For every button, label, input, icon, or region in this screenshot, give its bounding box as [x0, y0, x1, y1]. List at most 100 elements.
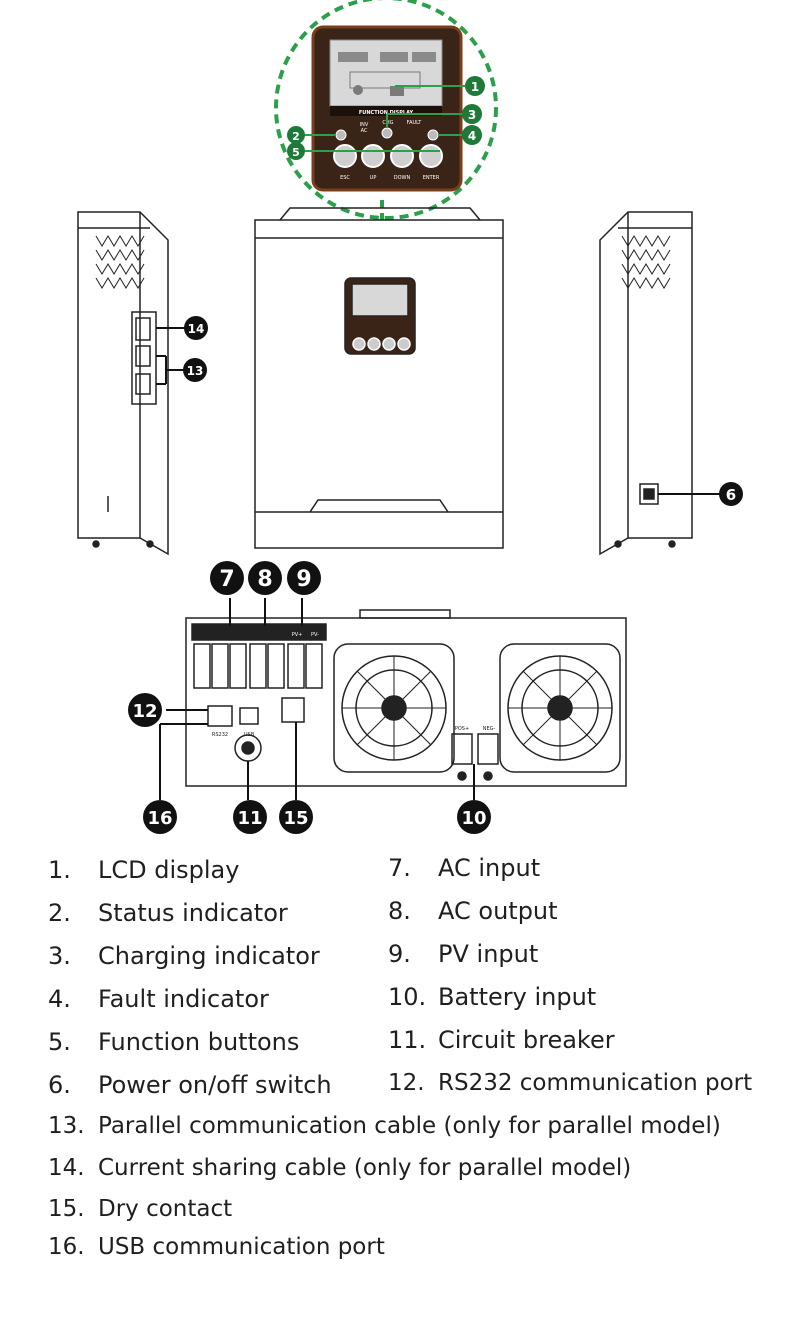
callout-11: 11 — [233, 800, 267, 834]
indicator-label-chg: CHG — [382, 120, 393, 126]
function-display-label: FUNCTION DISPLAY — [359, 110, 414, 116]
legend-num: 15. — [48, 1196, 85, 1222]
button-label-esc: ESC — [340, 175, 350, 181]
front-view — [254, 207, 504, 549]
parallel-port-2 — [135, 373, 151, 395]
legend-label: Dry contact — [98, 1196, 233, 1222]
legend-label: Parallel communication cable (only for p… — [98, 1113, 721, 1139]
front-panel-zoom: FUNCTION DISPLAY INV AC CHG FAULT ESC UP… — [274, 0, 498, 268]
svg-text:12: 12 — [132, 701, 157, 722]
fault-indicator-led — [427, 129, 439, 141]
svg-text:1: 1 — [471, 80, 479, 94]
zoom-circle — [274, 0, 498, 220]
callout-10: 10 — [457, 800, 491, 834]
legend-label: Fault indicator — [98, 985, 269, 1013]
svg-text:8: 8 — [257, 567, 272, 592]
callout-5: 5 — [287, 142, 305, 160]
function-display-strip — [330, 106, 442, 116]
callout-13: 13 — [183, 358, 207, 382]
lcd-screen — [329, 39, 443, 107]
battery-label-pos: POS+ — [455, 726, 469, 732]
legend-label: Status indicator — [98, 899, 288, 927]
indicator-label-inv: INV — [360, 122, 369, 128]
legend-label: Current sharing cable (only for parallel… — [98, 1155, 632, 1181]
legend-label: USB communication port — [98, 1234, 385, 1260]
fan-right — [499, 643, 621, 773]
indicator-label-fault: FAULT — [407, 120, 423, 126]
legend-label: Power on/off switch — [98, 1071, 332, 1099]
status-indicator-led — [335, 129, 347, 141]
callout-6: 6 — [719, 482, 743, 506]
callout-8: 8 — [248, 561, 282, 595]
rear-view: PV+ PV- RS232 USB — [159, 598, 627, 800]
callout-12: 12 — [128, 693, 162, 727]
svg-text:13: 13 — [187, 364, 204, 378]
current-sharing-port — [135, 317, 151, 341]
callout-2: 2 — [287, 126, 305, 144]
legend-label: RS232 communication port — [438, 1070, 753, 1096]
legend-num: 1. — [48, 856, 71, 884]
indicator-label-ac: AC — [361, 128, 368, 134]
legend-label: PV input — [438, 940, 539, 968]
enter-button[interactable] — [419, 144, 443, 168]
esc-button[interactable] — [333, 144, 357, 168]
legend-label: AC output — [438, 897, 558, 925]
inverter-diagram: FUNCTION DISPLAY INV AC CHG FAULT ESC UP… — [77, 0, 743, 834]
callout-3: 3 — [462, 104, 482, 124]
svg-text:10: 10 — [461, 808, 486, 829]
battery-terminal-pos — [451, 733, 473, 765]
legend-label: Function buttons — [98, 1028, 300, 1056]
legend-num: 7. — [388, 854, 411, 882]
dry-contact — [281, 697, 305, 723]
rs232-port — [207, 705, 233, 727]
legend-num: 13. — [48, 1113, 85, 1139]
pv-label-pos: PV+ — [292, 632, 303, 638]
parallel-port-1 — [135, 345, 151, 367]
terminal-strip — [191, 623, 327, 641]
svg-text:11: 11 — [237, 808, 262, 829]
legend-num: 12. — [388, 1070, 425, 1096]
legend-label: Charging indicator — [98, 942, 320, 970]
legend-num: 9. — [388, 940, 411, 968]
callout-14: 14 — [184, 316, 208, 340]
rs232-label: RS232 — [212, 732, 228, 738]
svg-text:14: 14 — [188, 322, 205, 336]
svg-text:6: 6 — [726, 486, 736, 504]
svg-text:4: 4 — [468, 129, 476, 143]
legend-num: 16. — [48, 1234, 85, 1260]
callout-7: 7 — [210, 561, 244, 595]
legend-num: 2. — [48, 899, 71, 927]
down-button[interactable] — [390, 144, 414, 168]
svg-text:9: 9 — [296, 567, 311, 592]
svg-text:15: 15 — [283, 808, 308, 829]
ac-dc-terminals — [193, 643, 323, 689]
pv-label-neg: PV- — [311, 632, 319, 638]
svg-text:16: 16 — [147, 808, 172, 829]
legend-num: 3. — [48, 942, 71, 970]
button-label-up: UP — [370, 175, 377, 181]
button-label-down: DOWN — [394, 175, 411, 181]
legend-num: 5. — [48, 1028, 71, 1056]
battery-terminal-neg — [477, 733, 499, 765]
legend-num: 14. — [48, 1155, 85, 1181]
usb-port — [239, 707, 259, 725]
callout-15: 15 — [279, 800, 313, 834]
right-side-view — [599, 211, 720, 556]
legend-num: 10. — [388, 983, 427, 1011]
svg-text:7: 7 — [219, 567, 234, 592]
callout-9: 9 — [287, 561, 321, 595]
legend-label: Battery input — [438, 983, 597, 1011]
legend-num: 6. — [48, 1071, 71, 1099]
up-button[interactable] — [361, 144, 385, 168]
callout-4: 4 — [462, 125, 482, 145]
svg-text:2: 2 — [292, 130, 300, 143]
left-side-view — [77, 211, 186, 556]
legend-label: LCD display — [98, 856, 240, 884]
callout-badges: 1 3 4 2 5 14 13 6 7 8 9 12 16 11 15 10 — [128, 76, 743, 834]
button-label-enter: ENTER — [423, 175, 440, 181]
callout-16: 16 — [143, 800, 177, 834]
battery-label-neg: NEG- — [483, 726, 496, 732]
legend-num: 4. — [48, 985, 71, 1013]
fan-left — [333, 643, 455, 773]
charging-indicator-led — [381, 127, 393, 139]
